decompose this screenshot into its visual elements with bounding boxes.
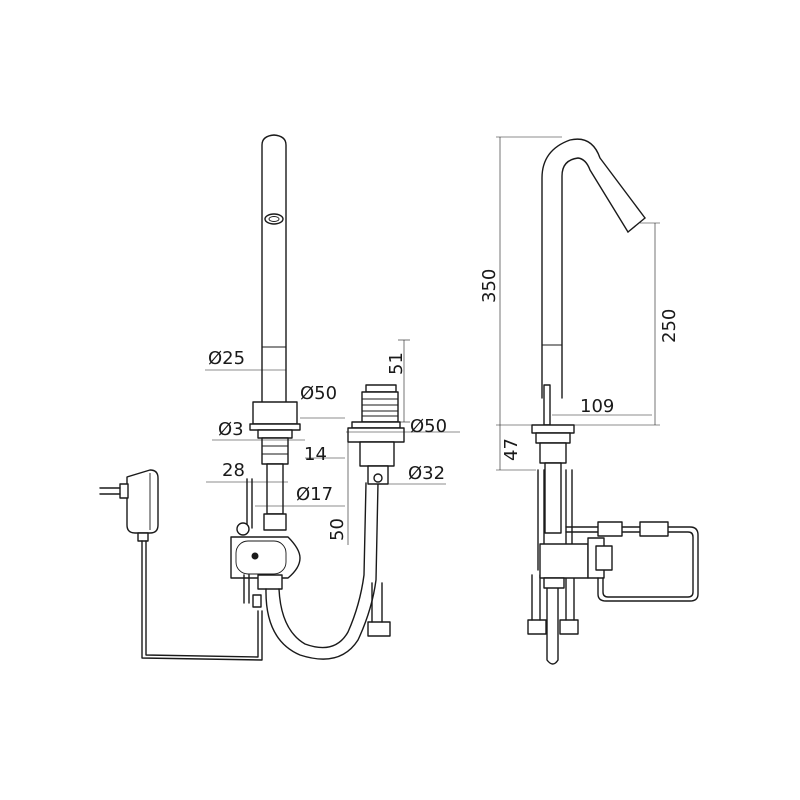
dim-d32: Ø32 xyxy=(408,463,445,484)
side-view xyxy=(496,136,699,665)
outlet-hose xyxy=(265,482,379,660)
front-view xyxy=(99,134,379,661)
dim-d50-top: Ø50 xyxy=(300,383,337,404)
side-cable xyxy=(565,526,699,602)
dim-109: 109 xyxy=(580,396,614,417)
base-flange xyxy=(252,401,298,425)
dim-d50-right: Ø50 xyxy=(410,416,447,437)
dim-14: 14 xyxy=(304,444,327,465)
dim-51: 51 xyxy=(386,352,407,375)
solenoid-box xyxy=(230,536,301,579)
side-outlet-tube xyxy=(546,574,559,665)
dim-47: 47 xyxy=(501,438,522,461)
dimension-labels: Ø25 Ø50 Ø3 14 28 Ø17 51 Ø50 Ø32 50 350 2… xyxy=(208,269,680,541)
control-unit xyxy=(346,339,460,637)
dim-d3: Ø3 xyxy=(218,419,244,440)
spout-side xyxy=(541,138,646,399)
dim-50: 50 xyxy=(327,518,348,541)
sensor-window xyxy=(264,213,284,225)
dim-d17: Ø17 xyxy=(296,484,333,505)
dim-350: 350 xyxy=(479,269,500,303)
spout-column xyxy=(261,134,287,403)
power-adapter xyxy=(99,469,263,661)
dim-28: 28 xyxy=(222,460,245,481)
dim-250: 250 xyxy=(659,309,680,343)
dim-d25: Ø25 xyxy=(208,348,245,369)
